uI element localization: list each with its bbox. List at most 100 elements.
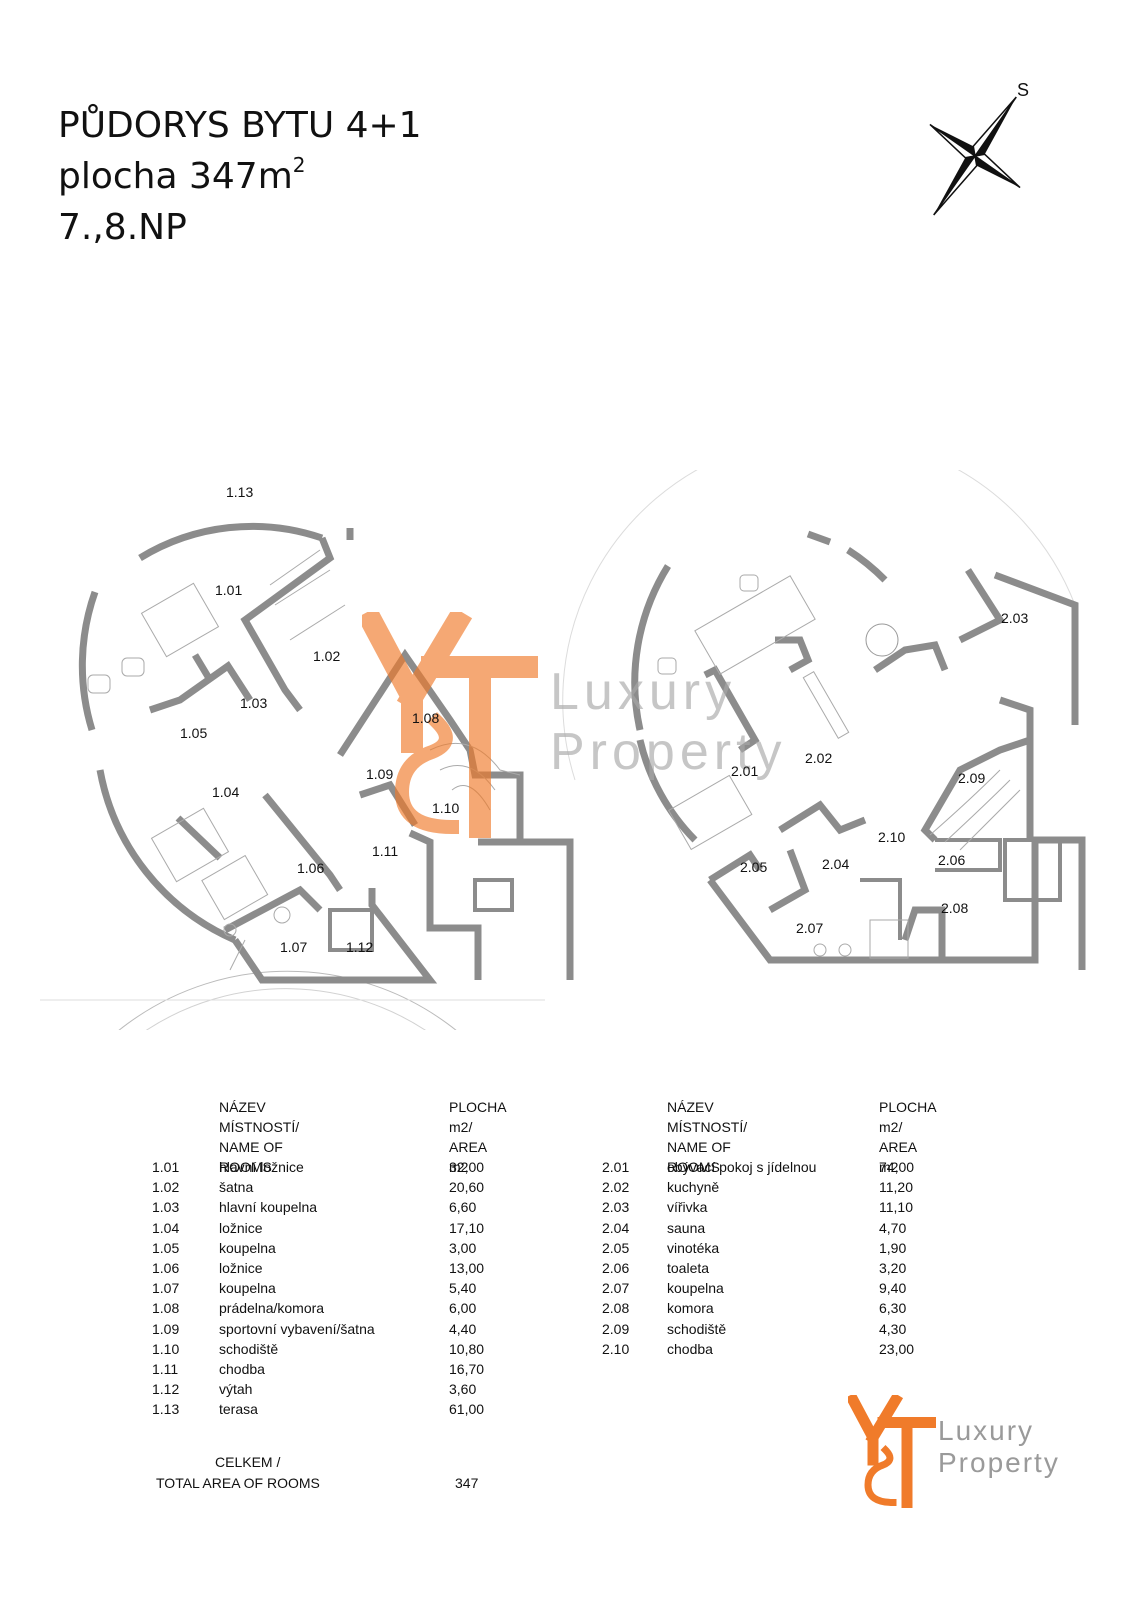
plan-label: 2.03: [1001, 610, 1029, 626]
plan-label: 1.09: [366, 766, 394, 782]
room-area: 6,60: [449, 1199, 477, 1216]
room-name: koupelna: [219, 1280, 276, 1297]
room-area: 74,00: [879, 1159, 915, 1175]
room-area: 61,00: [449, 1401, 485, 1418]
plan-label: 2.01: [731, 763, 759, 779]
room-name: komora: [667, 1300, 714, 1317]
room-name: toaleta: [667, 1260, 710, 1276]
room-area: 3,00: [449, 1239, 477, 1256]
title-line-3: 7.,8.NP: [58, 207, 187, 248]
room-number: 2.10: [602, 1340, 630, 1357]
room-name: prádelna/komora: [219, 1300, 325, 1317]
floor-plans-drawing: [40, 470, 1086, 1030]
brand-logo-icon: [848, 1395, 936, 1508]
logo-word-luxury: Luxury: [938, 1415, 1035, 1446]
room-area: 5,40: [449, 1280, 477, 1297]
room-number: 2.09: [602, 1320, 630, 1337]
room-name: výtah: [219, 1381, 253, 1398]
plan-label: 2.05: [740, 859, 768, 875]
room-number: 1.03: [152, 1199, 180, 1216]
total-value: 347: [455, 1475, 479, 1491]
plan-label: 1.05: [180, 725, 208, 741]
room-number: 1.11: [152, 1361, 179, 1377]
title-line-1: PŮDORYS BYTU 4+1: [58, 105, 422, 146]
room-area: 23,00: [879, 1340, 915, 1357]
plan-label: 1.12: [346, 939, 374, 955]
room-name: vinotéka: [667, 1239, 720, 1256]
room-name: chodba: [219, 1361, 265, 1377]
total-label-line-1: CELKEM /: [215, 1454, 281, 1470]
room-name: sauna: [667, 1219, 706, 1236]
room-number: 2.08: [602, 1300, 630, 1317]
room-name: sportovní vybavení/šatna: [219, 1320, 375, 1337]
room-name: hlavní koupelna: [219, 1199, 318, 1216]
room-name: koupelna: [667, 1280, 724, 1297]
plan-label: 1.03: [240, 695, 268, 711]
plan-label: 1.01: [215, 582, 243, 598]
plan-label: 1.10: [432, 800, 460, 816]
plan-label: 1.04: [212, 784, 240, 800]
room-name: ložnice: [219, 1219, 263, 1236]
plan-label: 2.04: [822, 856, 850, 872]
room-name: ložnice: [219, 1260, 263, 1276]
room-name: koupelna: [219, 1239, 276, 1256]
room-number: 2.03: [602, 1199, 630, 1216]
room-number: 1.02: [152, 1179, 180, 1196]
room-number: 2.05: [602, 1239, 630, 1256]
floor-plan-level-1: [40, 970, 545, 1030]
room-name: kuchyně: [667, 1179, 720, 1196]
room-area: 4,40: [449, 1320, 477, 1337]
room-area: 9,40: [879, 1280, 907, 1297]
room-area: 1,90: [879, 1239, 907, 1256]
room-area: 13,00: [449, 1260, 485, 1276]
plan-label: 2.07: [796, 920, 824, 936]
room-area: 4,70: [879, 1219, 907, 1236]
room-name: vířivka: [667, 1199, 708, 1216]
plan-label: 2.10: [878, 829, 906, 845]
room-number: 1.06: [152, 1260, 180, 1276]
plan-label: 1.13: [226, 484, 254, 500]
room-number: 1.04: [152, 1219, 180, 1236]
logo-word-property: Property: [938, 1447, 1060, 1478]
room-number: 1.07: [152, 1280, 180, 1297]
room-name: chodba: [667, 1340, 713, 1357]
plan-label: 1.07: [280, 939, 308, 955]
total-label-line-2: TOTAL AREA OF ROOMS: [156, 1475, 320, 1491]
room-area: 3,60: [449, 1381, 477, 1398]
room-number: 2.04: [602, 1219, 630, 1236]
table-header-name: NÁZEV MÍSTNOSTÍ/ NAME OF ROOMS: [219, 1099, 300, 1175]
floor-plan-level-2: [562, 470, 1076, 781]
room-name: hlavní ložnice: [219, 1159, 304, 1175]
room-name: obývací pokoj s jídelnou: [667, 1159, 817, 1175]
plan-label: 1.06: [297, 860, 325, 876]
brand-logo: Luxury Property: [848, 1395, 1078, 1510]
table-header-area: PLOCHA m2/ AREA m2: [449, 1099, 506, 1175]
plan-label: 1.11: [372, 843, 399, 859]
room-area: 10,80: [449, 1340, 485, 1357]
page-title: PŮDORYS BYTU 4+1 plocha 347m2 7.,8.NP: [58, 100, 422, 253]
title-area-superscript: 2: [292, 153, 306, 177]
room-number: 1.08: [152, 1300, 180, 1317]
room-name: šatna: [219, 1179, 254, 1196]
room-area: 32,00: [449, 1159, 485, 1175]
compass-south-label: S: [1017, 80, 1030, 100]
room-area: 20,60: [449, 1179, 485, 1196]
plan-label: 2.08: [941, 900, 969, 916]
room-area: 3,20: [879, 1260, 907, 1276]
table-header-name: NÁZEV MÍSTNOSTÍ/ NAME OF ROOMS: [667, 1099, 748, 1175]
room-area: 16,70: [449, 1361, 485, 1377]
plan-label: 2.09: [958, 770, 986, 786]
room-name: terasa: [219, 1401, 258, 1418]
plan-label: 1.02: [313, 648, 341, 664]
room-number: 1.09: [152, 1320, 180, 1337]
room-name: schodiště: [219, 1340, 279, 1357]
room-number: 2.06: [602, 1260, 630, 1276]
compass-rose-icon: [929, 96, 1021, 216]
room-number: 1.01: [152, 1159, 180, 1175]
room-area: 6,30: [879, 1300, 907, 1317]
room-area: 4,30: [879, 1320, 907, 1337]
room-name: schodiště: [667, 1320, 727, 1337]
room-number: 1.13: [152, 1401, 180, 1418]
room-area: 11,20: [879, 1179, 913, 1196]
plan-label: 2.06: [938, 852, 966, 868]
